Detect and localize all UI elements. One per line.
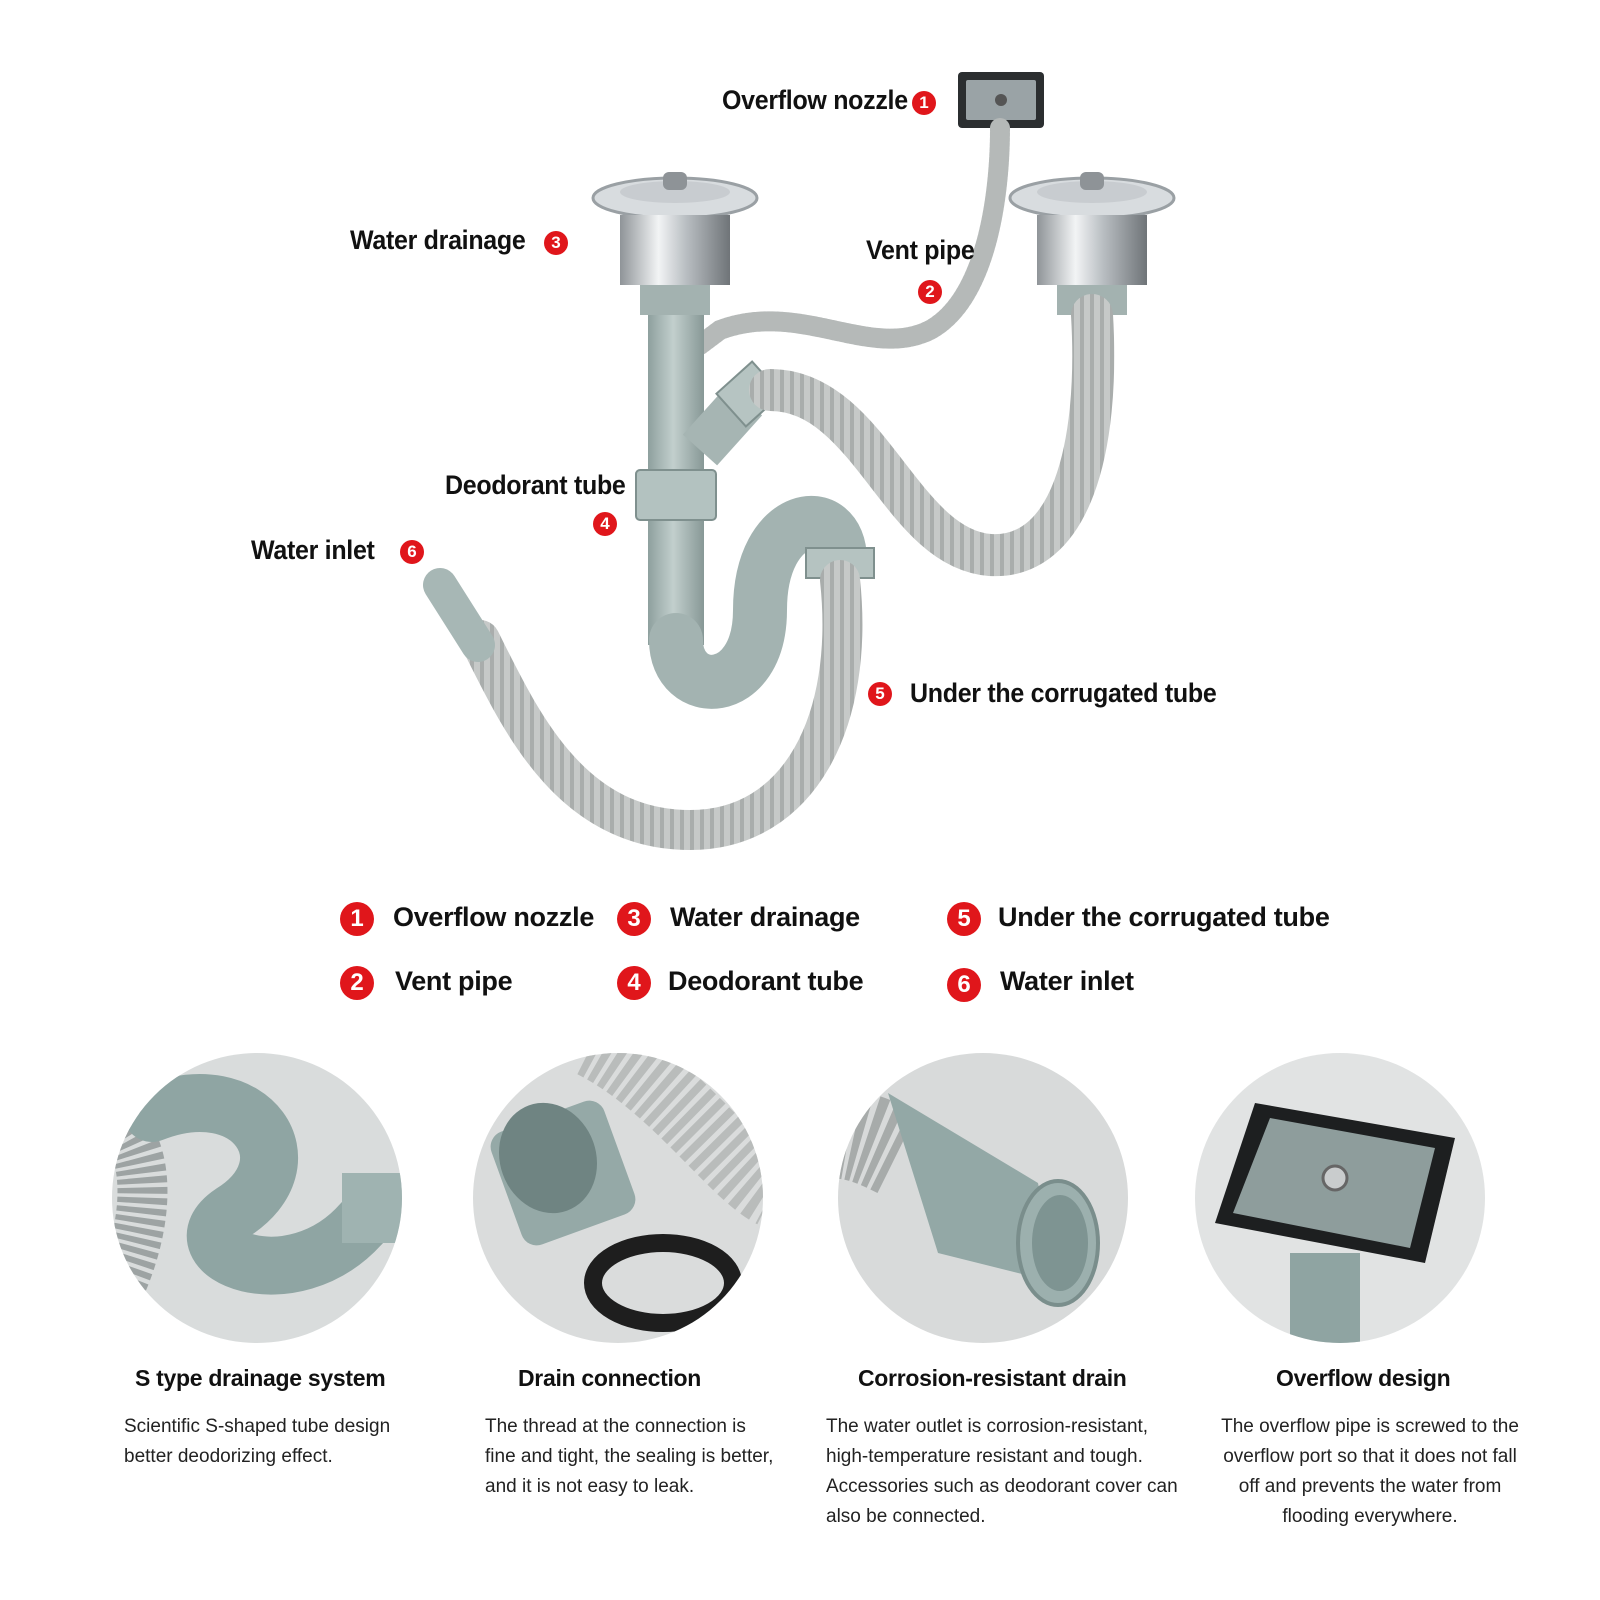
left-strainer-part	[591, 172, 759, 315]
water-inlet-part	[423, 568, 495, 662]
s-trap-part	[649, 496, 867, 709]
feature-desc-1: Scientific S-shaped tube design better d…	[124, 1416, 391, 1467]
callout-badge-6: 6	[400, 540, 424, 564]
legend-label-1: Overflow nozzle	[393, 902, 595, 932]
right-strainer-part	[1008, 172, 1176, 315]
legend-badge-5: 5	[947, 902, 981, 936]
feature-title-2: Drain connection	[518, 1365, 702, 1391]
feature-title-1: S type drainage system	[135, 1365, 386, 1391]
callout-label-6: Water inlet	[251, 535, 375, 566]
legend-label-2: Vent pipe	[395, 966, 513, 996]
overflow-nozzle-part	[958, 72, 1044, 128]
feature-title-3: Corrosion-resistant drain	[858, 1365, 1127, 1391]
feature-image-drain-connection	[473, 1053, 763, 1343]
lower-corrugated-hose	[460, 560, 863, 851]
callout-label-3: Water drainage	[350, 225, 526, 256]
feature-desc-4: The overflow pipe is screwed to the over…	[1221, 1416, 1519, 1527]
callout-badge-5: 5	[868, 682, 892, 706]
callout-badge-1: 1	[912, 91, 936, 115]
legend-badge-1: 1	[340, 902, 374, 936]
vent-pipe-part	[690, 118, 1010, 355]
feature-title-4: Overflow design	[1276, 1365, 1451, 1391]
feature-desc-2: The thread at the connection is fine and…	[485, 1416, 774, 1497]
callout-label-1: Overflow nozzle	[722, 85, 908, 116]
legend-badge-4: 4	[617, 966, 651, 1000]
legend-label-5: Under the corrugated tube	[998, 902, 1330, 932]
feature-image-overflow-design	[1195, 1053, 1485, 1343]
legend-badge-2: 2	[340, 966, 374, 1000]
callout-label-5: Under the corrugated tube	[910, 678, 1217, 709]
callout-badge-3: 3	[544, 231, 568, 255]
callout-badge-4: 4	[593, 512, 617, 536]
legend-badge-6: 6	[947, 968, 981, 1002]
legend-badge-3: 3	[617, 902, 651, 936]
feature-desc-3: The water outlet is corrosion-resistant,…	[826, 1416, 1178, 1527]
legend-label-4: Deodorant tube	[668, 966, 864, 996]
feature-image-s-trap	[112, 1053, 402, 1343]
callout-badge-2: 2	[918, 280, 942, 304]
legend-label-3: Water drainage	[670, 902, 860, 932]
sink-drain-diagram	[423, 72, 1176, 851]
feature-image-corrosion-resistant	[838, 1053, 1128, 1343]
callout-label-2: Vent pipe	[866, 235, 975, 266]
legend-label-6: Water inlet	[1000, 966, 1134, 996]
right-corrugated-hose	[749, 294, 1115, 577]
callout-label-4: Deodorant tube	[445, 470, 626, 501]
